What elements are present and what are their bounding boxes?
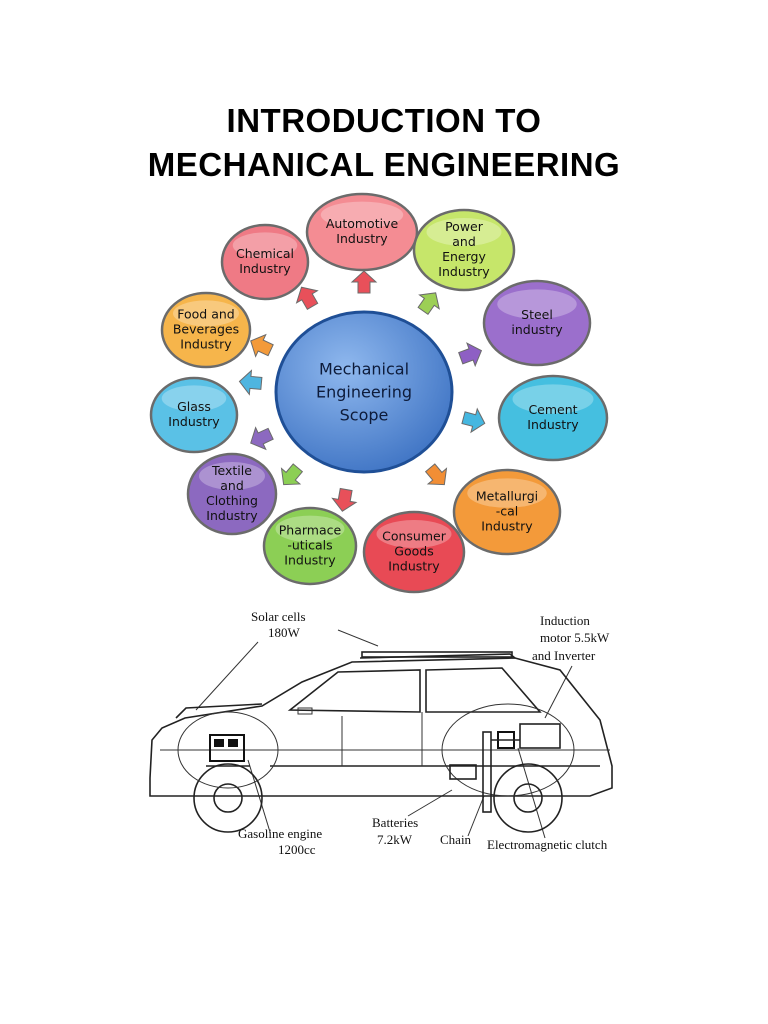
bubble-glass-line-1: Glass [177,399,211,414]
arrow-2 [350,270,378,294]
label-solar-2: 180W [268,625,301,640]
label-solar-1: Solar cells [251,609,306,624]
arrow-7 [331,487,358,512]
bubble-metallurgical-line-1: Metallurgi [476,489,538,504]
hybrid-car-diagram: Solar cells 180W Induction motor 5.5kW a… [149,609,613,857]
bubble-consumer-line-1: Consumer [382,529,447,544]
center-line-2: Engineering [316,383,412,402]
bubble-pharma-line-3: Industry [284,553,336,568]
arrow-5 [461,407,486,434]
bubble-food-line-3: Industry [180,337,232,352]
bubble-steel-line-1: Steel [521,307,553,322]
label-motor-3: and Inverter [532,648,596,663]
label-batteries-2: 7.2kW [377,832,413,847]
bubble-textile-line-1: Textile [211,463,252,478]
label-motor-1: Induction [540,613,590,628]
bubble-steel-line-2: industry [511,322,563,337]
center-line-3: Scope [340,406,389,425]
label-engine-1: Gasoline engine [238,826,322,841]
arrow-6 [424,463,448,486]
arrow-10 [238,369,263,396]
bubble-metallurgical-line-3: Industry [481,519,533,534]
center-line-1: Mechanical [319,360,409,379]
label-engine-2: 1200cc [278,842,316,857]
bubble-textile-line-3: Clothing [206,493,258,508]
label-motor-2: motor 5.5kW [540,630,610,645]
bubble-pharma-line-1: Pharmace [279,523,342,538]
car-body [149,651,613,797]
scope-diagram: AutomotiveIndustryPowerandEnergyIndustry… [149,192,609,594]
bubble-metallurgical-line-2: -cal [496,504,519,519]
arrow-8 [280,463,304,486]
bubble-cement-line-2: Industry [527,417,579,432]
arrow-9 [250,426,274,451]
arrow-1 [295,286,319,310]
bubble-consumer-line-2: Goods [394,544,433,559]
arrow-ring [238,270,486,512]
gasoline-engine [177,711,279,789]
bubble-power-line-3: Energy [442,249,486,264]
bubble-automotive-line-2: Industry [336,231,388,246]
label-chain: Chain [440,832,472,847]
industry-bubbles: AutomotiveIndustryPowerandEnergyIndustry… [149,192,609,594]
bubble-power-line-2: and [452,234,476,249]
rear-wheel [493,763,563,833]
bubble-chemical-line-1: Chemical [236,246,294,261]
bubble-power-line-4: Industry [438,264,490,279]
arrow-11 [250,333,274,358]
label-clutch: Electromagnetic clutch [487,837,608,852]
bubble-food-line-2: Beverages [173,322,239,337]
label-batteries-1: Batteries [372,815,418,830]
bubble-power-line-1: Power [445,219,484,234]
bubble-glass-line-2: Industry [168,414,220,429]
page-title-line-2: MECHANICAL ENGINEERING [147,146,621,183]
bubble-textile-line-2: and [220,478,244,493]
center-node: Mechanical Engineering Scope [274,310,454,474]
arrow-3 [417,292,440,316]
front-wheel [193,763,263,833]
rear-powertrain [441,703,575,813]
bubble-chemical-line-2: Industry [239,261,291,276]
page-title-line-1: INTRODUCTION TO [226,102,542,139]
bubble-automotive-line-1: Automotive [326,216,399,231]
arrow-4 [458,342,483,368]
bubble-pharma-line-2: -uticals [287,538,332,553]
bubble-cement-line-1: Cement [528,402,577,417]
bubble-textile-line-4: Industry [206,508,258,523]
bubble-food-line-1: Food and [177,307,234,322]
bubble-consumer-line-3: Industry [388,559,440,574]
